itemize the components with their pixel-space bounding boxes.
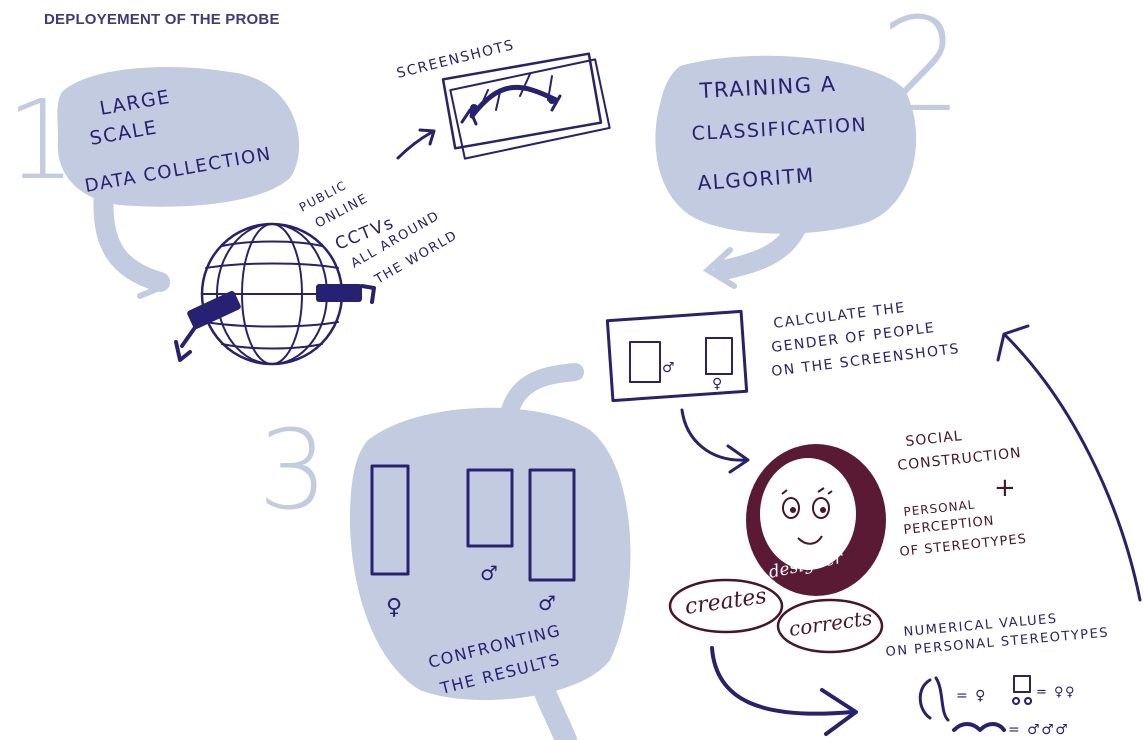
stereotype-values: = ♀ = ♀♀ = ♂♂♂ xyxy=(918,675,1076,738)
step-one: 1 LARGE SCALE DATA COLLECTION xyxy=(6,66,300,299)
value-mustache: = ♂♂♂ xyxy=(1008,722,1069,738)
blob-three xyxy=(350,407,631,700)
corrects-bubble xyxy=(776,598,884,654)
designer-face-icon xyxy=(760,458,856,570)
social-line-1: SOCIAL xyxy=(905,428,964,450)
social-plus: + xyxy=(994,473,1017,503)
value-hair: = ♀ xyxy=(956,688,987,704)
step-three-number: 3 xyxy=(258,406,328,534)
arrow-to-screenshots xyxy=(396,128,436,160)
blob-one xyxy=(57,66,300,207)
bar-male-two-symbol: ♂ xyxy=(538,591,557,615)
social-line-2: CONSTRUCTION xyxy=(897,445,1023,474)
blob-arrow-two xyxy=(703,247,737,289)
classified-male-symbol: ♂ xyxy=(662,360,676,376)
corrects-label: corrects xyxy=(787,606,873,641)
arrow-to-values xyxy=(710,646,858,736)
globe-illustration xyxy=(174,222,376,366)
bar-male-one-symbol: ♂ xyxy=(480,561,499,585)
creates-bubble xyxy=(668,578,784,634)
screenshots-label: SCREENSHOTS xyxy=(395,37,516,82)
blob-arrow-one xyxy=(137,265,170,299)
stroller-icon xyxy=(1012,675,1033,705)
blob-two xyxy=(655,55,917,234)
bar-female-symbol: ♀ xyxy=(386,595,404,620)
bar-female xyxy=(370,464,410,576)
cctv-camera-left-icon xyxy=(174,290,241,362)
arrow-to-designer xyxy=(680,408,750,474)
mustache-icon xyxy=(952,722,1006,732)
step-three: 3 ♀ ♂ ♂ CONFRONTING THE RESULTS xyxy=(258,363,631,740)
bar-male-one xyxy=(466,468,514,548)
screenshot-image-icon xyxy=(460,73,562,126)
classified-female-symbol: ♀ xyxy=(712,376,724,392)
page-title: DEPLOYEMENT OF THE PROBE xyxy=(44,11,280,28)
creates-label: creates xyxy=(683,584,768,620)
designer: designer xyxy=(746,444,886,596)
classified-screenshot: ♂ ♀ xyxy=(605,309,749,403)
value-stroller: = ♀♀ xyxy=(1036,685,1076,700)
hair-icon xyxy=(918,676,950,722)
arrow-loop-back xyxy=(996,324,1142,602)
bar-male-two xyxy=(528,468,576,582)
step-one-number: 1 xyxy=(6,76,76,204)
step-two: 2 TRAINING A CLASSIFICATION ALGORITM xyxy=(655,0,963,289)
blob-tail-three-bottom xyxy=(533,679,577,740)
blob-tail-three-top xyxy=(501,363,584,419)
blob-tail-one xyxy=(93,182,170,292)
cctv-camera-right-icon xyxy=(316,284,376,304)
screenshots-stack: SCREENSHOTS xyxy=(395,37,611,160)
